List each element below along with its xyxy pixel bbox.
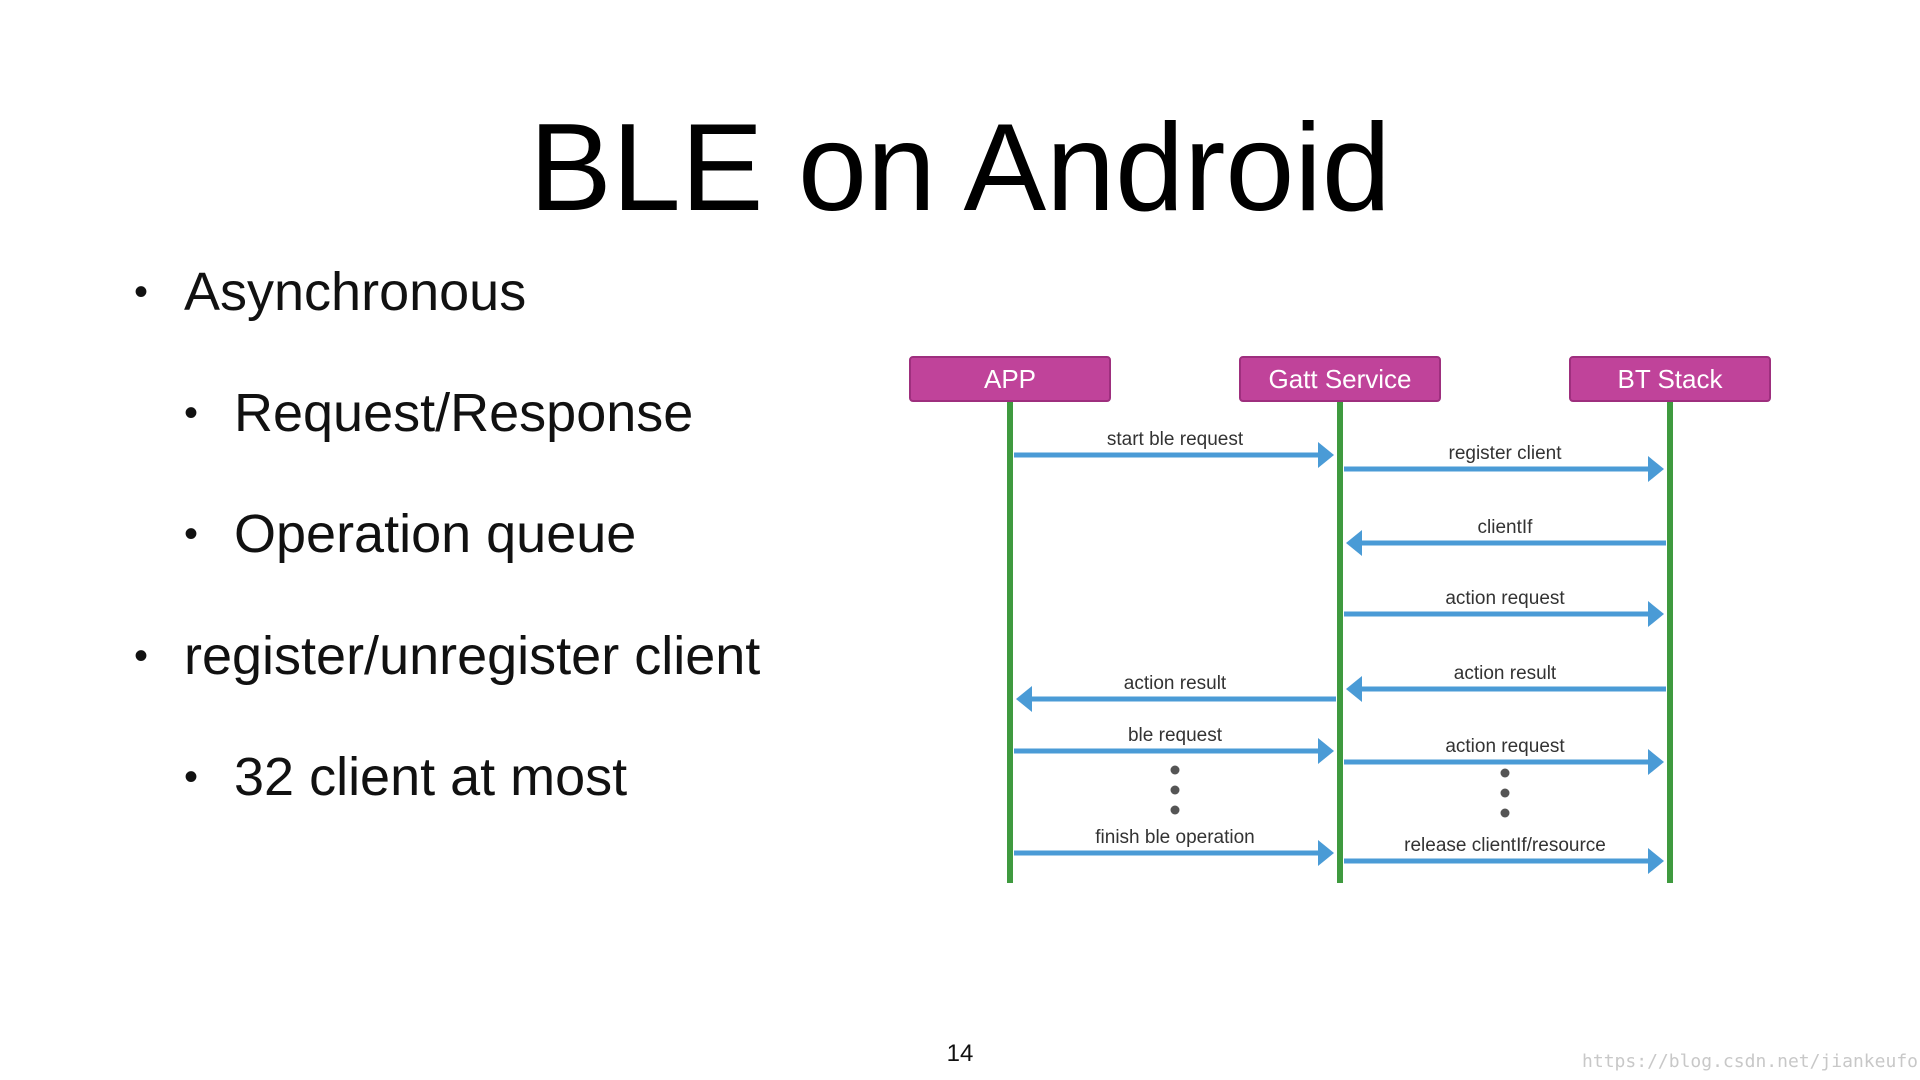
sub-bullet-item: • 32 client at most xyxy=(184,745,627,810)
bullet-text: Asynchronous xyxy=(184,262,527,322)
message-label: ble request xyxy=(1128,725,1223,746)
arrow-head-icon xyxy=(1318,738,1334,764)
participant-label: Gatt Service xyxy=(1268,364,1411,394)
arrow-head-icon xyxy=(1648,601,1664,627)
ellipsis-dot-icon xyxy=(1170,785,1180,795)
message-label: register client xyxy=(1449,443,1563,464)
arrow-head-icon xyxy=(1648,848,1664,874)
bullet-text: 32 client at most xyxy=(234,747,628,807)
message-label: release clientIf/resource xyxy=(1404,835,1606,856)
bullet-dot-icon: • xyxy=(134,634,149,679)
participant-label: APP xyxy=(984,364,1036,394)
bullet-dot-icon: • xyxy=(134,270,149,315)
message-label: action result xyxy=(1454,663,1557,684)
arrow-head-icon xyxy=(1648,749,1664,775)
bullet-dot-icon: • xyxy=(184,512,199,557)
message-label: action result xyxy=(1124,673,1227,694)
sequence-diagram: APP Gatt Service BT Stack start ble request… xyxy=(909,356,1771,883)
arrow-head-icon xyxy=(1346,530,1362,556)
arrow-head-icon xyxy=(1648,456,1664,482)
bullet-item: • register/unregister client xyxy=(134,624,760,689)
ellipsis-dot-icon xyxy=(1500,808,1510,818)
bullet-dot-icon: • xyxy=(184,755,199,800)
ellipsis-dot-icon xyxy=(1170,805,1180,815)
arrow-head-icon xyxy=(1318,442,1334,468)
bullet-text: register/unregister client xyxy=(184,626,761,686)
message-label: finish ble operation xyxy=(1095,827,1255,848)
bullet-text: Operation queue xyxy=(234,504,637,564)
bullet-dot-icon: • xyxy=(184,391,199,436)
page-number: 14 xyxy=(946,1040,974,1067)
message-label: clientIf xyxy=(1478,517,1534,538)
message-label: action request xyxy=(1445,588,1565,609)
message-label: action request xyxy=(1445,736,1565,757)
arrow-head-icon xyxy=(1318,840,1334,866)
watermark: https://blog.csdn.net/jiankeufo xyxy=(1582,1051,1918,1072)
bullet-item: • Asynchronous xyxy=(134,260,526,325)
participant-box xyxy=(1239,356,1441,402)
ellipsis-dot-icon xyxy=(1500,768,1510,778)
bullet-text: Request/Response xyxy=(234,383,694,443)
ellipsis-dot-icon xyxy=(1170,765,1180,775)
arrow-head-icon xyxy=(1016,686,1032,712)
participant-box xyxy=(909,356,1111,402)
slide-title: BLE on Android xyxy=(529,99,1391,237)
arrow-head-icon xyxy=(1346,676,1362,702)
participant-box xyxy=(1569,356,1771,402)
message-label: start ble request xyxy=(1107,429,1244,450)
sub-bullet-item: • Request/Response xyxy=(184,381,693,446)
participant-label: BT Stack xyxy=(1617,364,1723,394)
sub-bullet-item: • Operation queue xyxy=(184,502,636,567)
ellipsis-dot-icon xyxy=(1500,788,1510,798)
